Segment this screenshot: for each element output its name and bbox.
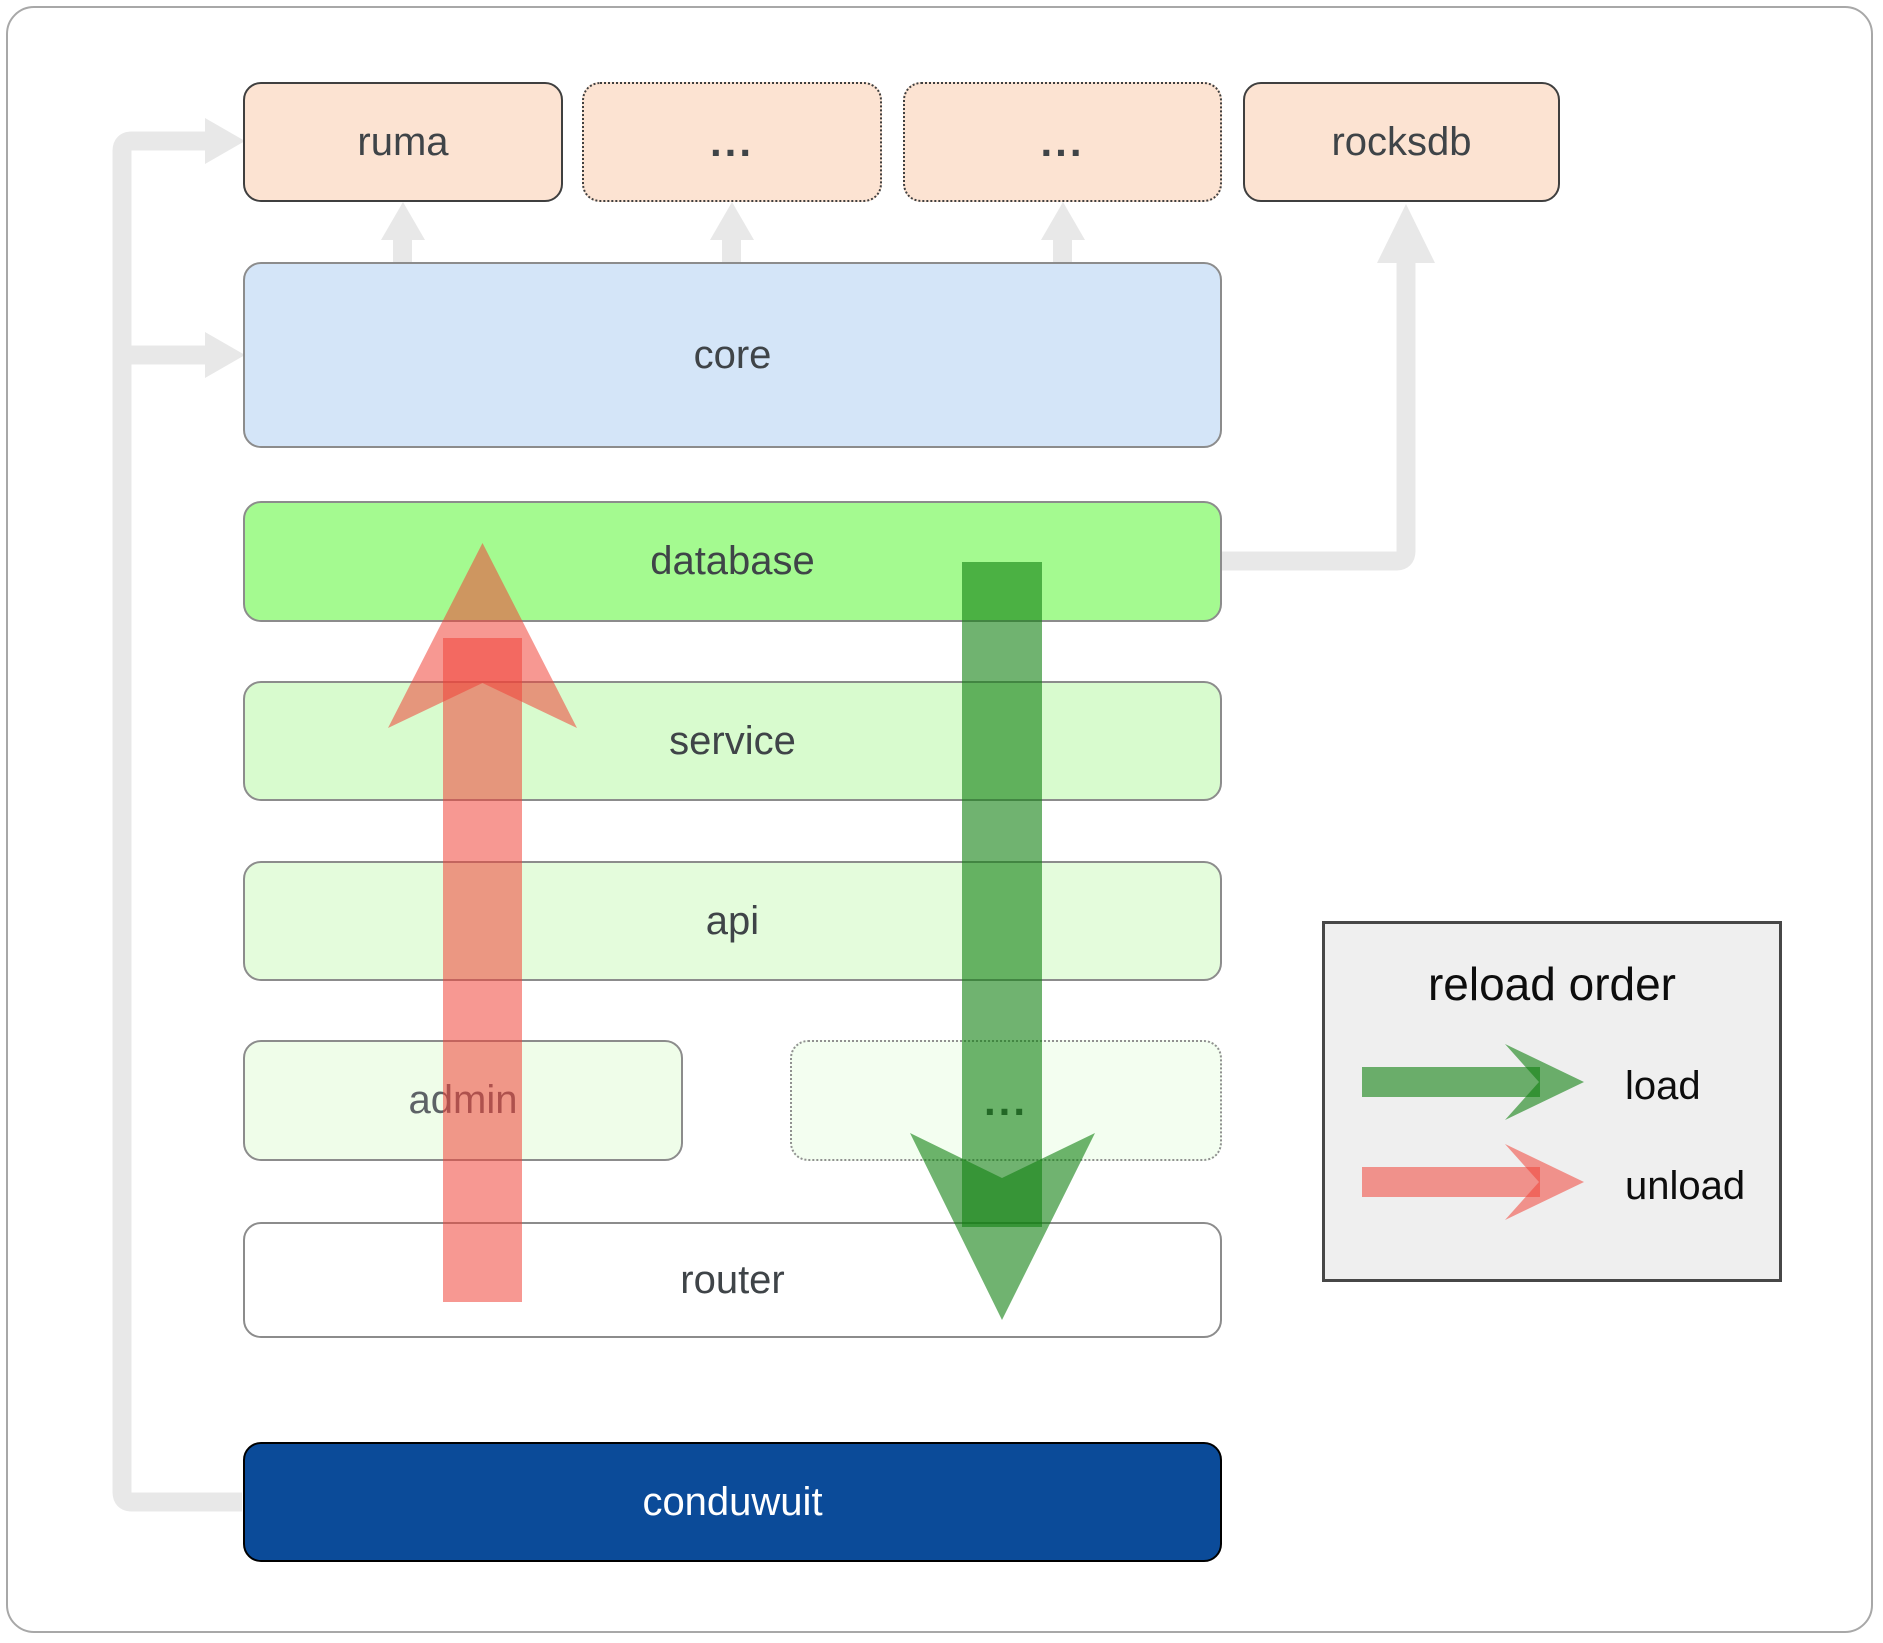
box-ellipsis-top-2-label: ... — [1040, 118, 1085, 165]
box-ellipsis-admin-row-label: ... — [983, 1076, 1028, 1124]
load-arrow-icon — [1362, 1044, 1584, 1120]
box-rocksdb-label: rocksdb — [1331, 119, 1472, 164]
legend-load-label: load — [1625, 1064, 1701, 1108]
box-database-label: database — [650, 539, 815, 583]
legend: reload order load unload — [1322, 921, 1782, 1282]
unload-arrow-icon — [1362, 1144, 1584, 1220]
box-core: core — [243, 262, 1222, 448]
box-api: api — [243, 861, 1222, 981]
box-ellipsis-top-1-label: ... — [709, 118, 754, 165]
box-admin: admin — [243, 1040, 683, 1161]
box-router-label: router — [680, 1257, 785, 1302]
box-ellipsis-admin-row: ... — [790, 1040, 1222, 1161]
legend-unload-label: unload — [1625, 1164, 1746, 1208]
box-rocksdb: rocksdb — [1243, 82, 1560, 202]
box-conduwuit: conduwuit — [243, 1442, 1222, 1562]
box-ruma-label: ruma — [357, 119, 449, 164]
box-router: router — [243, 1222, 1222, 1338]
box-api-label: api — [705, 898, 760, 943]
box-ruma: ruma — [243, 82, 563, 202]
box-conduwuit-label: conduwuit — [642, 1479, 823, 1524]
box-database: database — [243, 501, 1222, 622]
box-service: service — [243, 681, 1222, 801]
diagram-frame — [6, 6, 1873, 1633]
box-ellipsis-top-1: ... — [582, 82, 882, 202]
box-admin-label: admin — [408, 1078, 518, 1122]
box-core-label: core — [693, 332, 772, 377]
box-service-label: service — [669, 718, 796, 763]
legend-title: reload order — [1427, 958, 1677, 1010]
box-ellipsis-top-2: ... — [903, 82, 1222, 202]
